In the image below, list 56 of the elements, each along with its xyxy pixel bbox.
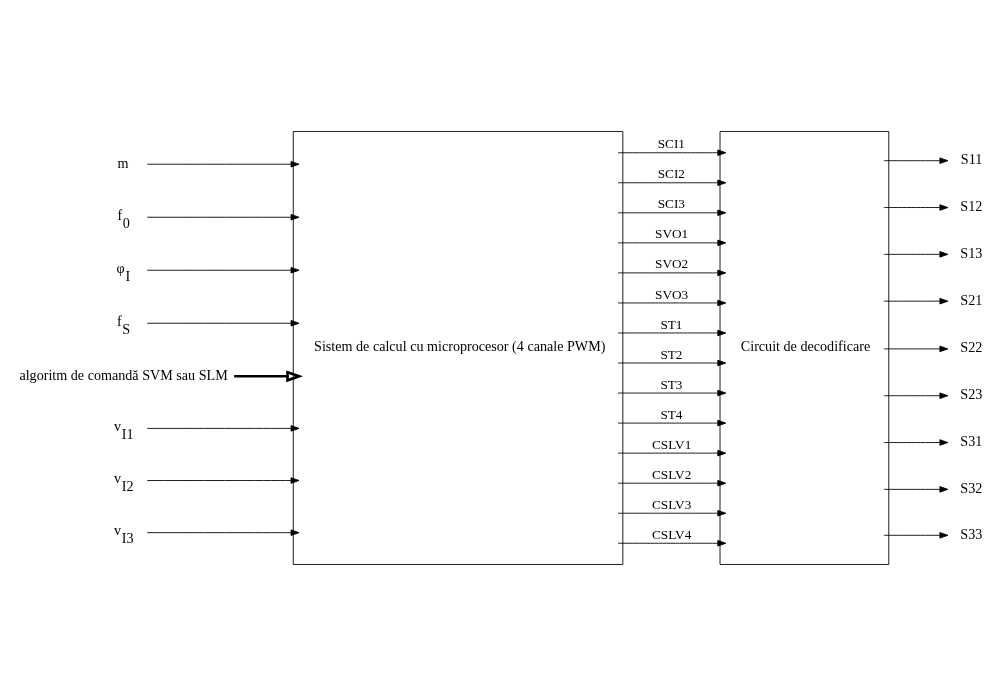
node-text: S12 [960, 197, 983, 214]
edge-label: SVO1 [655, 225, 689, 241]
arrow [617, 329, 727, 336]
node-text: S33 [960, 525, 983, 542]
edge-label: SCI1 [657, 135, 685, 151]
arrow [617, 209, 727, 216]
edge-label: SVO2 [655, 255, 689, 271]
arrow [146, 160, 300, 167]
arrow [146, 424, 300, 432]
arrow [617, 149, 727, 156]
edge-label: CSLV1 [651, 436, 692, 452]
arrow [883, 438, 949, 446]
edge-label: ST4 [660, 406, 683, 422]
arrow [883, 297, 949, 304]
node-text: m [117, 154, 129, 171]
edge-label: CSLV4 [651, 526, 692, 542]
edge-label: ST3 [660, 376, 683, 392]
arrow [883, 345, 949, 352]
arrow [883, 392, 949, 399]
arrow [883, 485, 949, 493]
node-text: S23 [960, 385, 983, 402]
arrow [617, 299, 727, 306]
arrow [617, 509, 727, 516]
arrow [146, 213, 300, 220]
arrow [146, 476, 300, 484]
edge-label: CSLV3 [651, 496, 692, 512]
edge-label: SVO3 [655, 286, 689, 302]
arrow [617, 449, 727, 456]
arrow [617, 269, 727, 276]
arrow [617, 239, 727, 246]
arrow [617, 179, 727, 186]
arrow [146, 528, 300, 536]
arrow [617, 479, 727, 486]
edge-label: CSLV2 [651, 466, 692, 482]
edge-label: ST1 [660, 316, 683, 332]
edge-label: SCI3 [657, 195, 685, 211]
node-text: algoritm de comandă SVM sau SLM [19, 366, 228, 383]
node-text: S31 [960, 432, 983, 449]
arrow [617, 389, 727, 396]
arrow [883, 531, 949, 539]
edge-label: SCI2 [657, 165, 685, 181]
node-text: S21 [960, 291, 983, 308]
node-text: S22 [960, 338, 983, 355]
arrow [883, 156, 949, 164]
node-text: S32 [960, 479, 983, 496]
node-text: S13 [960, 244, 983, 261]
node-text: S11 [960, 150, 983, 167]
edge-label: ST2 [660, 346, 683, 362]
arrow [883, 203, 949, 211]
arrow [146, 266, 300, 273]
arrow [617, 539, 727, 546]
arrow [234, 369, 304, 382]
arrow [617, 359, 727, 366]
arrow [146, 319, 300, 326]
arrow [883, 250, 949, 258]
arrow [617, 419, 727, 426]
